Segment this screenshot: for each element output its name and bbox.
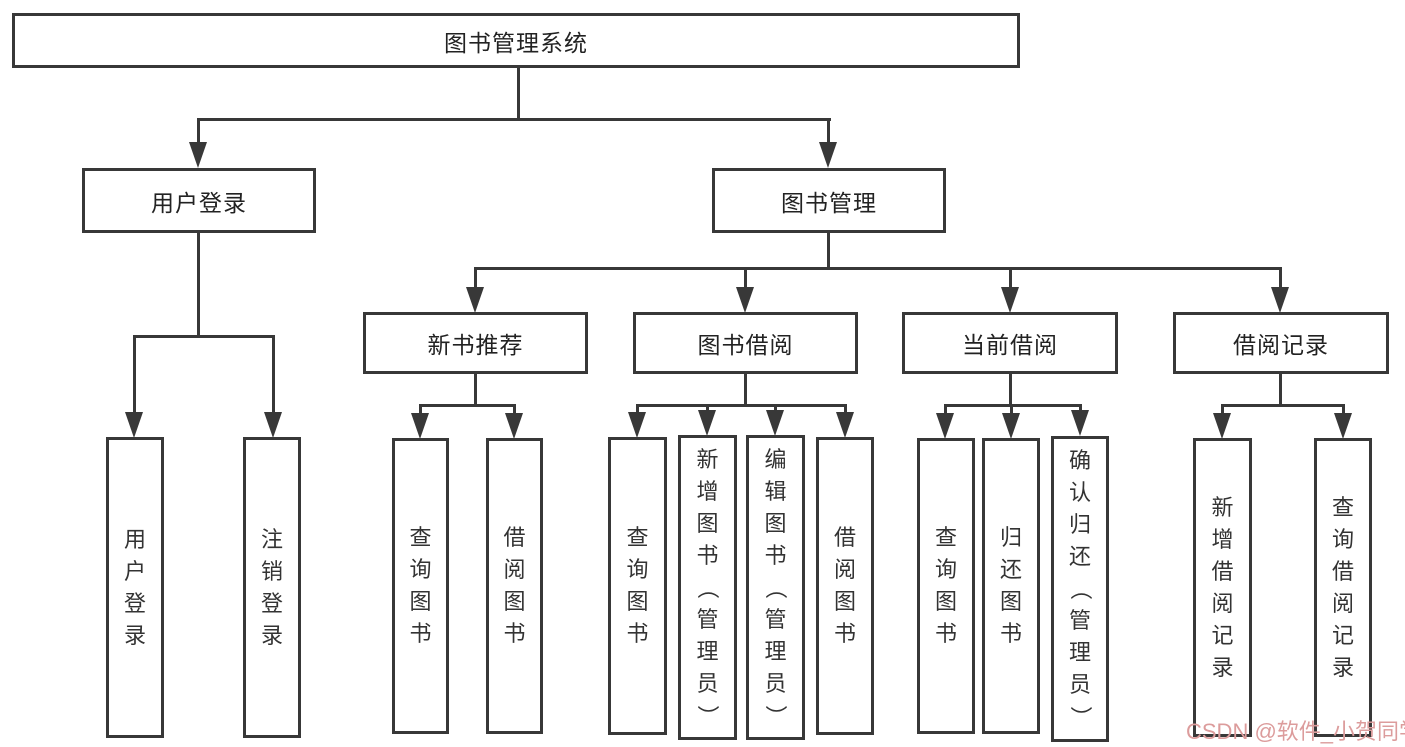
connector-line bbox=[1079, 404, 1082, 414]
connector-line bbox=[706, 404, 709, 414]
node-current-borrowing: 当前借阅 bbox=[902, 312, 1118, 374]
connector-to-user-login bbox=[197, 118, 200, 148]
node-book-borrowing: 图书借阅 bbox=[633, 312, 858, 374]
connector-line bbox=[1010, 404, 1013, 416]
node-book-management: 图书管理 bbox=[712, 168, 946, 233]
connector-borrowing-records-stem bbox=[1279, 371, 1282, 407]
connector-to-book-management bbox=[827, 118, 830, 148]
arrow-down-icon bbox=[505, 413, 523, 439]
connector-root-stem bbox=[517, 66, 520, 121]
arrow-down-icon bbox=[766, 410, 784, 436]
connector-to-borrowing-records bbox=[1279, 267, 1282, 289]
node-borrowing-records: 借阅记录 bbox=[1173, 312, 1389, 374]
connector-new-book-stem bbox=[474, 371, 477, 407]
arrow-down-icon bbox=[466, 287, 484, 313]
leaf-cb-confirm-return-admin: 确认归还（管理员） bbox=[1051, 436, 1109, 742]
node-library-management-system: 图书管理系统 bbox=[12, 13, 1020, 68]
connector-book-management-stem bbox=[827, 230, 830, 270]
leaf-user-login: 用户登录 bbox=[106, 437, 164, 738]
arrow-down-icon bbox=[1001, 287, 1019, 313]
connector-book-borrowing-stem bbox=[744, 371, 747, 407]
connector-root-bar bbox=[197, 118, 831, 121]
arrow-down-icon bbox=[698, 410, 716, 436]
connector-line bbox=[1221, 404, 1224, 416]
leaf-br-add-borrow-record: 新增借阅记录 bbox=[1193, 438, 1252, 737]
connector-line bbox=[513, 404, 516, 416]
connector-book-borrowing-bar bbox=[636, 404, 847, 407]
connector-line bbox=[636, 404, 639, 416]
arrow-down-icon bbox=[125, 412, 143, 438]
arrow-down-icon bbox=[1334, 413, 1352, 439]
arrow-down-icon bbox=[936, 413, 954, 439]
leaf-bb-borrow-books: 借阅图书 bbox=[816, 437, 874, 735]
leaf-logout: 注销登录 bbox=[243, 437, 301, 738]
leaf-nb-borrow-books: 借阅图书 bbox=[486, 438, 543, 734]
connector-to-new-book-recommendation bbox=[474, 267, 477, 289]
connector-to-book-borrowing bbox=[744, 267, 747, 289]
connector-to-current-borrowing bbox=[1009, 267, 1012, 289]
connector-book-management-bar bbox=[474, 267, 1282, 270]
leaf-bb-add-books-admin: 新增图书（管理员） bbox=[678, 435, 737, 740]
leaf-cb-return-books: 归还图书 bbox=[982, 438, 1040, 734]
connector-to-leaf-user-login bbox=[133, 335, 136, 415]
arrow-down-icon bbox=[1213, 413, 1231, 439]
connector-current-borrowing-stem bbox=[1009, 371, 1012, 407]
arrow-down-icon bbox=[1002, 413, 1020, 439]
connector-to-leaf-logout bbox=[272, 335, 275, 415]
arrow-down-icon bbox=[628, 412, 646, 438]
connector-line bbox=[419, 404, 422, 416]
arrow-down-icon bbox=[1071, 410, 1089, 436]
connector-new-book-bar bbox=[419, 404, 516, 407]
leaf-br-query-borrow-record: 查询借阅记录 bbox=[1314, 438, 1372, 737]
arrow-down-icon bbox=[736, 287, 754, 313]
arrow-down-icon bbox=[189, 142, 207, 168]
leaf-bb-edit-books-admin: 编辑图书（管理员） bbox=[746, 435, 805, 740]
arrow-down-icon bbox=[836, 412, 854, 438]
node-new-book-recommendation: 新书推荐 bbox=[363, 312, 588, 374]
leaf-cb-query-books: 查询图书 bbox=[917, 438, 975, 734]
arrow-down-icon bbox=[411, 413, 429, 439]
arrow-down-icon bbox=[819, 142, 837, 168]
connector-line bbox=[1342, 404, 1345, 416]
connector-line bbox=[844, 404, 847, 416]
connector-borrowing-records-bar bbox=[1221, 404, 1345, 407]
csdn-watermark: CSDN @软件_小贺同学 bbox=[1186, 719, 1405, 744]
connector-user-login-bar bbox=[133, 335, 275, 338]
arrow-down-icon bbox=[1271, 287, 1289, 313]
node-user-login: 用户登录 bbox=[82, 168, 316, 233]
leaf-bb-query-books: 查询图书 bbox=[608, 437, 667, 735]
connector-current-borrowing-bar bbox=[944, 404, 1082, 407]
connector-user-login-stem bbox=[197, 230, 200, 338]
leaf-nb-query-books: 查询图书 bbox=[392, 438, 449, 734]
arrow-down-icon bbox=[264, 412, 282, 438]
connector-line bbox=[944, 404, 947, 416]
connector-line bbox=[774, 404, 777, 414]
